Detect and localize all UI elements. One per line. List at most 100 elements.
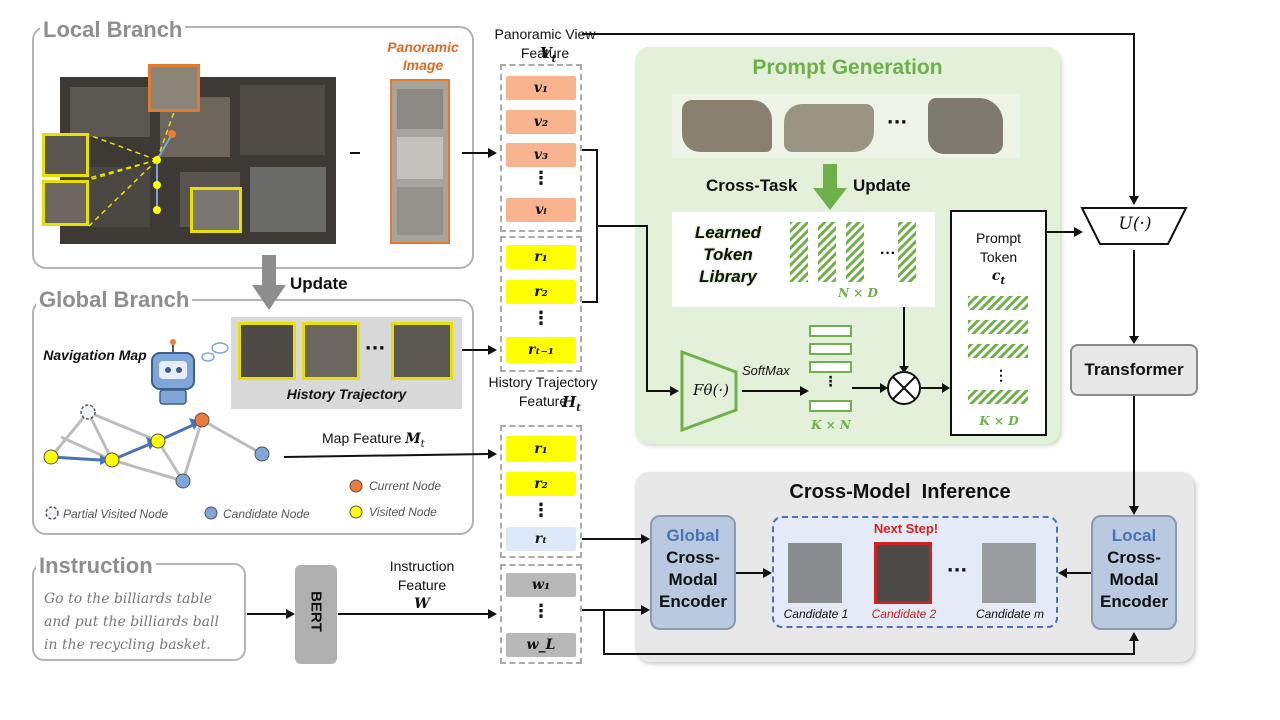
room-view-left-bottom: [42, 180, 89, 226]
f-theta-block: [680, 350, 738, 432]
history-frame-2: [302, 322, 360, 380]
history-feature-symbol: Ht: [562, 393, 581, 414]
prompt-update-label: Update: [853, 176, 911, 195]
global-branch-title: Global Branch: [36, 287, 193, 313]
local-cross-modal-encoder: [1091, 515, 1177, 630]
candidate-2-label: Candidate 2: [871, 607, 937, 621]
h-token-1: r₁: [506, 436, 576, 462]
history-frame-1: [238, 322, 296, 380]
scene-thumbnail-2: [784, 104, 874, 152]
history-feature-label: History Trajectory Feature: [488, 374, 598, 409]
scene-thumbnail-3: [928, 98, 1003, 154]
r-token-1: r₁: [506, 245, 576, 269]
candidate-m-image: [982, 543, 1036, 603]
kn-bar-4: [809, 400, 852, 412]
u-function-block: [1080, 207, 1188, 245]
library-dims-label: N × D: [838, 286, 878, 300]
instruction-title: Instruction: [36, 553, 156, 579]
instruction-text: Go to the billiards table and put the bi…: [44, 588, 242, 657]
scene-thumbnail-1: [682, 100, 772, 152]
v-token-i: vᵢ: [506, 198, 576, 222]
cross-task-update-arrow: [813, 164, 847, 210]
bert-box: [295, 565, 337, 664]
h-token-t: rₜ: [506, 527, 576, 551]
v-token-3: v₃: [506, 143, 576, 167]
prompt-token-label: Prompt Token ct: [975, 230, 1022, 287]
robot-icon: [151, 339, 229, 405]
next-step-label: Next Step!: [873, 521, 939, 536]
room-view-right: [190, 187, 242, 233]
legend-visited-node: Visited Node: [369, 505, 437, 519]
panoramic-feature-column: [500, 64, 582, 232]
h-token-ellipsis: ⋮: [532, 500, 550, 521]
update-down-arrow: [252, 255, 286, 310]
h-token-2: r₂: [506, 472, 576, 496]
navigation-map-label: Navigation Map: [43, 347, 147, 363]
agent-view-rays: [88, 111, 360, 227]
instruction-line-3: in the recycling basket.: [44, 637, 211, 653]
instruction-line-2: and put the billiards ball: [44, 614, 219, 630]
u-function-label: U(·): [1118, 214, 1152, 234]
w-token-ellipsis: ⋮: [532, 601, 550, 622]
local-encoder-label: Local Cross- Modal Encoder: [1099, 526, 1169, 611]
room-view-left-top: [42, 133, 89, 177]
cross-model-inference-title: Cross-Model Inference: [789, 481, 1011, 503]
candidate-m-label: Candidate m: [975, 607, 1045, 621]
update-label: Update: [290, 274, 348, 293]
legend-candidate-node: Candidate Node: [223, 507, 310, 521]
r-token-2: r₂: [506, 280, 576, 304]
instruction-feature-column: [500, 564, 582, 664]
prompt-token-bars: ⋮: [968, 296, 1028, 404]
transformer-label: Transformer: [1084, 360, 1184, 379]
w-token-1: w₁: [506, 573, 576, 597]
scene-ellipsis: ···: [886, 112, 908, 133]
r-token-t-minus-1: rₜ₋₁: [506, 337, 576, 363]
instruction-feature-label: Instruction Feature W: [389, 558, 455, 612]
history-ellipsis: ···: [364, 338, 386, 359]
navigation-graph: [43, 345, 497, 520]
local-branch-title: Local Branch: [40, 17, 186, 43]
candidate-1-label: Candidate 1: [783, 607, 849, 621]
r-token-ellipsis: ⋮: [532, 308, 550, 329]
kn-bar-1: [809, 325, 852, 337]
map-feature-label: Map Feature Mt: [322, 430, 425, 450]
cross-task-label: Cross-Task: [706, 176, 798, 195]
legend-partial-visited-node: Partial Visited Node: [63, 507, 169, 521]
token-library-columns: ···: [790, 222, 916, 282]
prompt-generation-title: Prompt Generation: [752, 56, 943, 79]
history-frame-3: [391, 322, 453, 380]
v-token-ellipsis: ⋮: [532, 168, 550, 189]
transformer-block: [1070, 344, 1198, 396]
kd-dims-label: K × D: [979, 414, 1019, 428]
global-encoder-label: Global Cross- Modal Encoder: [658, 526, 728, 611]
w-token-L: w_L: [506, 633, 576, 657]
panoramic-image-label: Panoramic Image: [387, 39, 459, 73]
candidate-2-image: [874, 542, 932, 604]
map-feature-column: [500, 425, 582, 558]
global-cross-modal-encoder: [650, 515, 736, 630]
history-trajectory-label: History Trajectory: [286, 386, 407, 402]
kn-ellipsis: ⋮: [823, 374, 838, 390]
v-token-1: v₁: [506, 76, 576, 100]
svg-text:···: ···: [880, 245, 896, 262]
legend-current-node: Current Node: [369, 479, 442, 493]
token-library-label: Learned Token Library: [694, 223, 762, 286]
room-view-top: [148, 64, 200, 112]
panoramic-feature-symbol: Vt: [540, 44, 557, 65]
svg-text:⋮: ⋮: [994, 367, 1008, 383]
f-theta-label: Fθ(·): [693, 381, 729, 399]
candidate-ellipsis: ···: [946, 560, 968, 581]
global-branch-panel: [32, 299, 474, 535]
local-branch-panel: [32, 26, 474, 269]
panoramic-feature-label: Panoramic View Feature: [494, 26, 596, 61]
v-token-2: v₂: [506, 110, 576, 134]
instruction-arrows: [247, 609, 497, 619]
kn-dims-label: K × N: [811, 418, 851, 432]
kn-bar-2: [809, 343, 852, 355]
panoramic-image: [390, 79, 450, 244]
softmax-label: SoftMax: [742, 363, 790, 378]
candidate-1-image: [788, 543, 842, 603]
kn-bar-3: [809, 361, 852, 373]
